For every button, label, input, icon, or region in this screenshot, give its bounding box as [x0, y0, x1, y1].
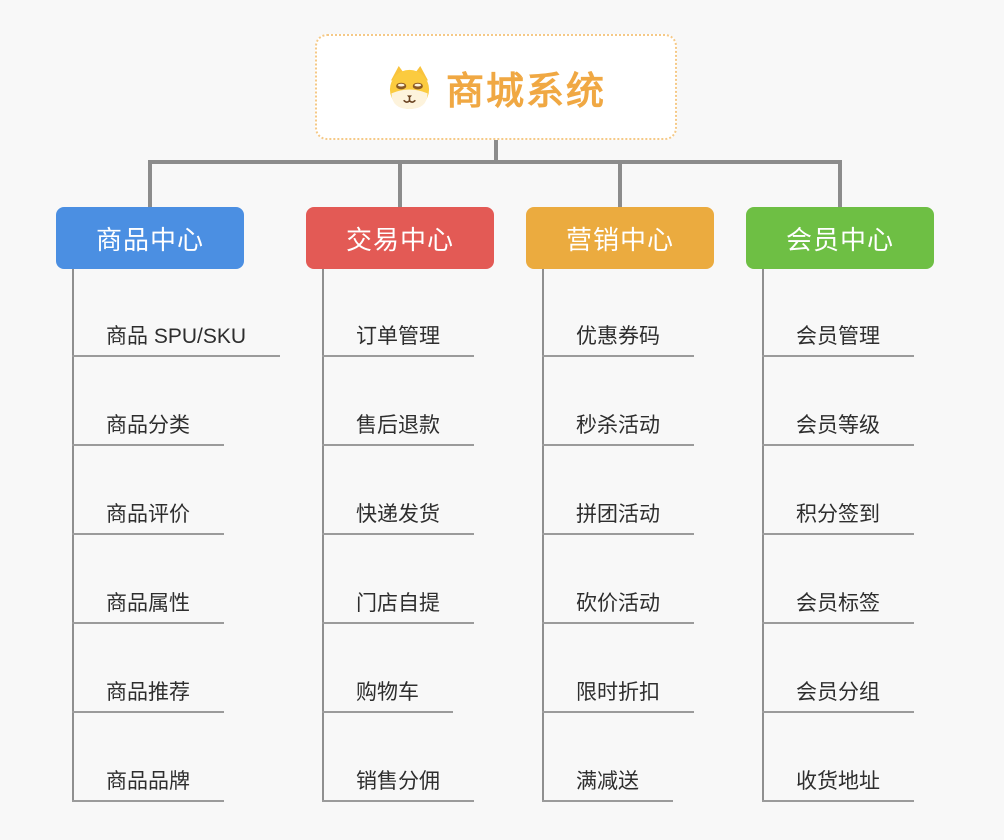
leaf-node[interactable]: 商品 SPU/SKU [72, 323, 281, 357]
root-title: 商城系统 [445, 70, 606, 113]
leaf-node[interactable]: 优惠券码 [542, 323, 694, 357]
branch-node-products[interactable]: 商品中心 [56, 207, 244, 269]
leaf-node[interactable]: 满减送 [542, 768, 673, 802]
connector-branch-stem [618, 160, 622, 208]
connector-branch-stem [398, 160, 402, 208]
leaf-node[interactable]: 商品推荐 [72, 679, 224, 713]
connector-branch-stem [148, 160, 152, 208]
branch-node-marketing[interactable]: 营销中心 [526, 207, 714, 269]
connector-root-stem [494, 140, 498, 162]
connector-horizontal [148, 160, 842, 164]
dog-icon [386, 65, 433, 110]
leaf-node[interactable]: 收货地址 [762, 768, 914, 802]
leaf-node[interactable]: 会员等级 [762, 412, 914, 446]
branch-node-members[interactable]: 会员中心 [746, 207, 934, 269]
branch-node-trade[interactable]: 交易中心 [306, 207, 494, 269]
leaf-node[interactable]: 商品属性 [72, 590, 224, 624]
leaf-node[interactable]: 会员分组 [762, 679, 914, 713]
leaf-node[interactable]: 购物车 [322, 679, 453, 713]
leaf-node[interactable]: 销售分佣 [322, 768, 474, 802]
leaf-node[interactable]: 商品分类 [72, 412, 224, 446]
leaf-node[interactable]: 会员标签 [762, 590, 914, 624]
leaf-node[interactable]: 砍价活动 [542, 590, 694, 624]
leaf-node[interactable]: 拼团活动 [542, 501, 694, 535]
leaf-node[interactable]: 门店自提 [322, 590, 474, 624]
leaf-node[interactable]: 限时折扣 [542, 679, 694, 713]
leaf-node[interactable]: 快递发货 [322, 501, 474, 535]
leaf-node[interactable]: 订单管理 [322, 323, 474, 357]
leaf-node[interactable]: 会员管理 [762, 323, 914, 357]
leaf-node[interactable]: 秒杀活动 [542, 412, 694, 446]
leaf-node[interactable]: 积分签到 [762, 501, 914, 535]
leaf-node[interactable]: 售后退款 [322, 412, 474, 446]
root-node[interactable]: 商城系统 [315, 34, 677, 140]
leaf-node[interactable]: 商品品牌 [72, 768, 224, 802]
connector-branch-stem [838, 160, 842, 208]
leaf-node[interactable]: 商品评价 [72, 501, 224, 535]
